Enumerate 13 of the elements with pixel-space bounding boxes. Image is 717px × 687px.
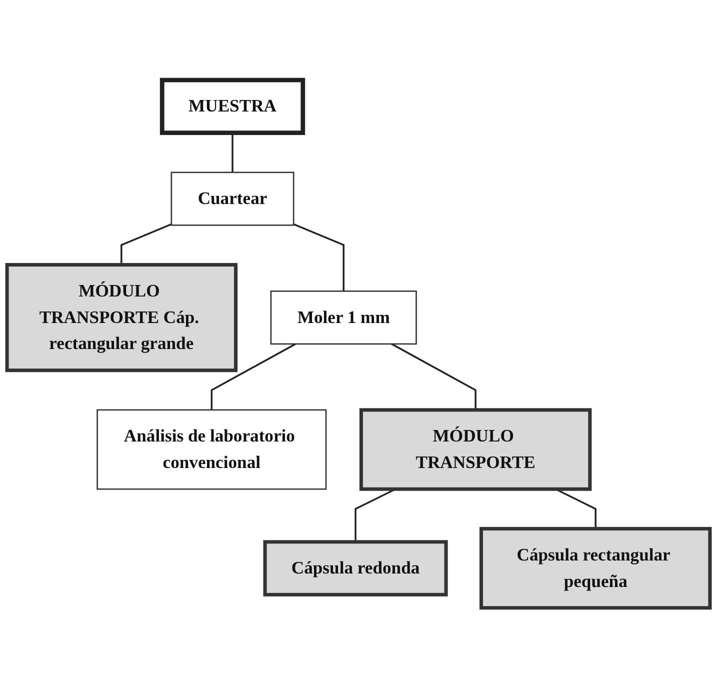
node-box: Cuartear [170, 171, 294, 226]
node-box: Cápsula redonda [263, 540, 448, 596]
node-box: Análisis de laboratorio convencional [96, 408, 327, 490]
node-box: Cápsula rectangular pequeña [479, 526, 712, 610]
connector [120, 222, 172, 264]
node-box: MÓDULO TRANSPORTE [359, 408, 592, 490]
node-box: Moler 1 mm [270, 290, 417, 344]
node-box: MUESTRA [160, 77, 306, 135]
connector [391, 342, 476, 410]
node-box: MÓDULO TRANSPORTE Cáp. rectangular grande [5, 262, 238, 372]
connector [232, 132, 234, 172]
connector [293, 222, 344, 291]
connector [210, 342, 296, 410]
